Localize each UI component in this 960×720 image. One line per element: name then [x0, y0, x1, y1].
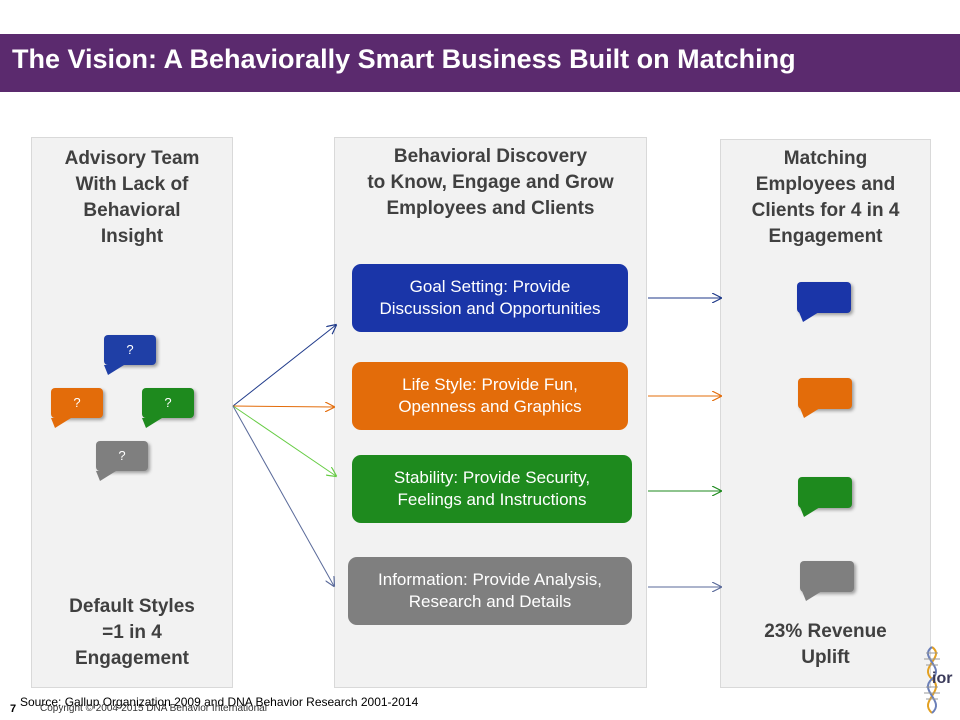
goal-setting-box: Goal Setting: Provide Discussion and Opp…: [352, 264, 628, 332]
bubble-tail: [104, 365, 124, 375]
middle-column-title: Behavioral Discovery to Know, Engage and…: [367, 146, 614, 219]
bubble-tail: [800, 507, 820, 517]
question-bubble-green: ?: [142, 388, 194, 428]
bubble-tail: [96, 471, 116, 481]
information-box: Information: Provide Analysis, Research …: [348, 557, 632, 625]
question-mark: ?: [73, 395, 81, 410]
logo-text: ior: [932, 670, 953, 687]
bubble-tail: [51, 418, 71, 428]
title-bar: The Vision: A Behaviorally Smart Busines…: [0, 34, 960, 92]
right-column-panel: Matching Employees and Clients for 4 in …: [720, 139, 931, 688]
arrow-to-goal-setting: [232, 325, 336, 407]
slide-title: The Vision: A Behaviorally Smart Busines…: [12, 44, 796, 74]
stability-box: Stability: Provide Security, Feelings an…: [352, 455, 632, 523]
life-style-box: Life Style: Provide Fun, Openness and Gr…: [352, 362, 628, 430]
bubble-tail: [799, 312, 819, 322]
source-note: Source: Gallup Organization 2009 and DNA…: [20, 695, 419, 709]
question-bubble-orange: ?: [51, 388, 103, 428]
matched-bubble-gray: [800, 561, 854, 601]
right-column-title: Matching Employees and Clients for 4 in …: [751, 148, 900, 247]
arrow-to-stability: [232, 405, 336, 476]
matched-bubble-orange: [798, 378, 852, 418]
copyright-note: Copyright © 2004-2015 DNA Behavior Inter…: [40, 703, 267, 714]
left-column-title: Advisory Team With Lack of Behavioral In…: [64, 148, 200, 247]
page-number: 7: [10, 703, 17, 715]
bubble-tail: [802, 591, 822, 601]
right-column-bottom: 23% Revenue Uplift: [764, 621, 887, 668]
left-column-panel: Advisory Team With Lack of Behavioral In…: [31, 137, 233, 688]
question-bubble-gray: ?: [96, 441, 148, 481]
question-bubble-blue: ?: [104, 335, 156, 375]
arrow-to-life-style: [232, 406, 334, 407]
matched-bubble-blue: [797, 282, 851, 322]
question-mark: ?: [126, 342, 134, 357]
matched-bubble-green: [798, 477, 852, 517]
dna-helix-logo: [924, 646, 940, 714]
question-mark: ?: [118, 448, 126, 463]
question-mark: ?: [164, 395, 172, 410]
left-column-bottom: Default Styles =1 in 4 Engagement: [69, 596, 195, 669]
bubble-tail: [142, 418, 162, 428]
arrow-to-information: [232, 405, 334, 586]
bubble-tail: [800, 408, 820, 418]
